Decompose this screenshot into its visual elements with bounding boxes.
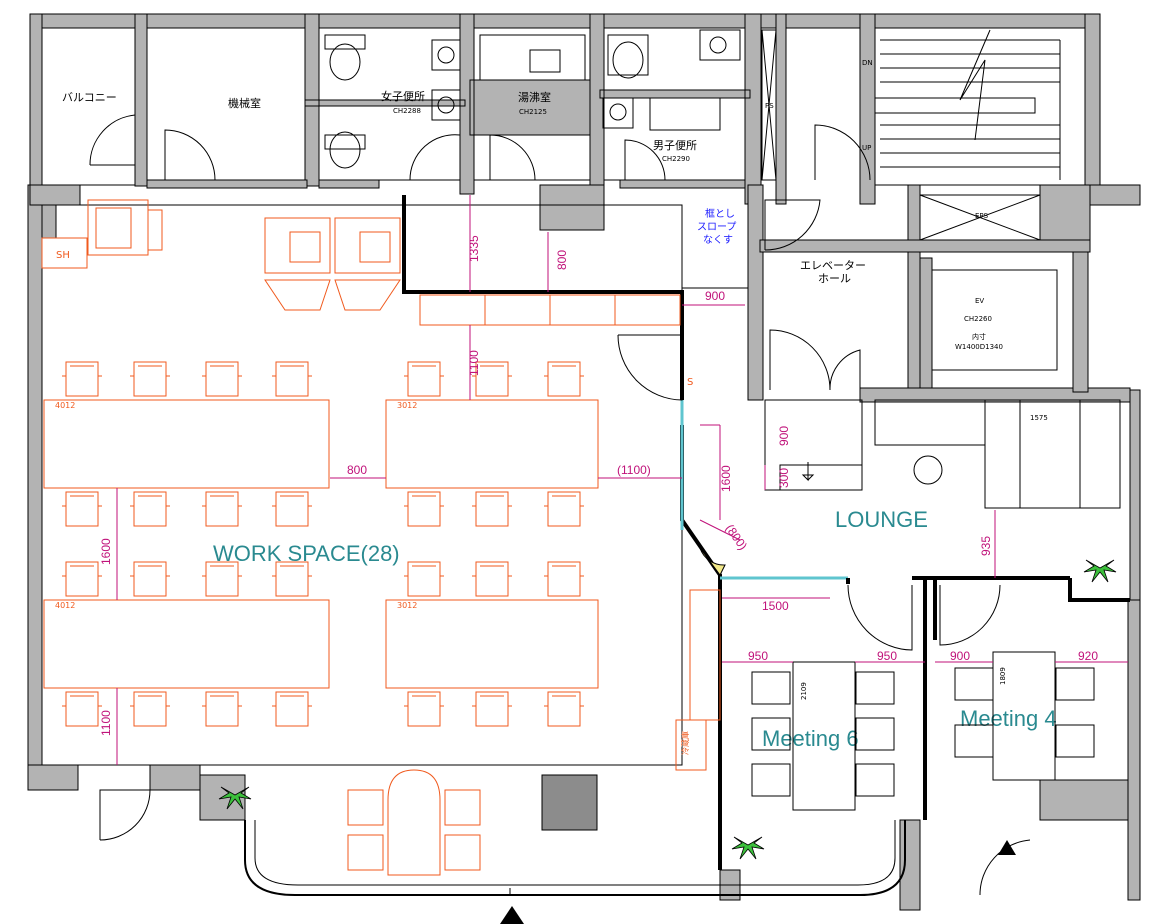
meeting6-table-label: 2109 <box>800 682 808 700</box>
elevator: EPS PS EV CH2260 内寸 W1400D1340 <box>765 102 1041 351</box>
stairs: DN UP <box>862 29 1061 180</box>
chair <box>472 561 512 597</box>
elevator-hall-label-1: エレベーター <box>800 259 866 272</box>
table-2-label: 3012 <box>397 401 417 410</box>
ev-inner-label: 内寸 <box>972 332 986 341</box>
chairs <box>62 361 584 727</box>
dim-1500: 1500 <box>762 599 789 613</box>
meeting6-label: Meeting 6 <box>762 726 859 751</box>
chair <box>272 361 312 397</box>
dim-800c: (800) <box>723 522 751 553</box>
chair <box>272 691 312 727</box>
dim-935: 935 <box>979 536 993 556</box>
chair <box>404 361 444 397</box>
door-swings <box>89 114 1031 896</box>
lounge-sofa-label: 1575 <box>1030 414 1048 422</box>
elevator-hall-label-2: ホール <box>818 272 851 285</box>
chair <box>272 491 312 527</box>
chair <box>130 361 170 397</box>
dim-920: 920 <box>1078 649 1098 663</box>
dim-800a: 800 <box>555 250 569 270</box>
room-labels: バルコニー 機械室 女子便所 CH2288 湯沸室 CH2125 男子便所 CH… <box>62 89 866 285</box>
chair <box>62 561 102 597</box>
dim-1335: 1335 <box>467 235 481 262</box>
slope-note-3: なくす <box>703 234 733 246</box>
chair <box>130 491 170 527</box>
dim-300: 300 <box>777 468 791 488</box>
chair <box>404 691 444 727</box>
chair <box>544 491 584 527</box>
dim-900c: 900 <box>950 649 970 663</box>
fixtures <box>324 29 777 181</box>
ps-label: PS <box>765 102 774 110</box>
stairs-dn-label: DN <box>862 59 873 67</box>
meeting-furniture: 2109 1809 <box>751 651 1095 811</box>
dimensions: 1335 800 900 1100 800 (1100) 1600 1600 1… <box>99 195 1128 765</box>
furniture: SH 4012 3012 4012 3012 冷蔵庫 <box>41 199 721 876</box>
kitchenette-ch: CH2125 <box>519 108 547 116</box>
chair <box>544 361 584 397</box>
slope-note-2: スロープ <box>697 221 736 233</box>
dim-900a: 900 <box>705 289 725 303</box>
chair <box>544 561 584 597</box>
chair <box>202 691 242 727</box>
dim-1100b: 1100 <box>99 710 113 736</box>
eps-label: EPS <box>975 212 989 220</box>
meeting4-table-label: 1809 <box>999 667 1007 685</box>
chair <box>202 491 242 527</box>
zone-labels: WORK SPACE(28) LOUNGE Meeting 6 Meeting … <box>213 507 1057 751</box>
chair <box>62 491 102 527</box>
dim-1100a: 1100 <box>467 350 481 376</box>
stairs-up-label: UP <box>862 144 871 152</box>
chair <box>472 361 512 397</box>
chair <box>202 361 242 397</box>
ev-size-label: W1400D1340 <box>955 343 1003 351</box>
lounge-label: LOUNGE <box>835 507 928 532</box>
meeting4-label: Meeting 4 <box>960 706 1057 731</box>
dim-1600b: 1600 <box>719 465 733 492</box>
chair <box>472 691 512 727</box>
chair <box>272 561 312 597</box>
walls <box>27 13 1141 911</box>
dim-950b: 950 <box>877 649 897 663</box>
bottom-window <box>244 820 906 896</box>
partitions <box>402 195 1130 870</box>
s-mark: S <box>687 377 693 388</box>
chair <box>404 561 444 597</box>
machine-room-label: 機械室 <box>228 96 261 110</box>
chair <box>130 561 170 597</box>
ev-label: EV <box>975 297 984 305</box>
exit-arrow-icon <box>998 840 1016 855</box>
dim-950a: 950 <box>748 649 768 663</box>
chair <box>62 691 102 727</box>
lounge-furniture: 1575 S <box>687 377 1121 576</box>
mens-toilet-ch: CH2290 <box>662 155 690 163</box>
chair <box>404 491 444 527</box>
ev-ch-label: CH2260 <box>964 315 992 323</box>
sh-label: SH <box>56 250 70 261</box>
column <box>541 774 598 831</box>
chair <box>472 491 512 527</box>
fridge-label: 冷蔵庫 <box>680 731 690 755</box>
table-1-label: 4012 <box>55 401 75 410</box>
balcony-label: バルコニー <box>62 91 117 104</box>
chair <box>62 361 102 397</box>
womens-toilet-label: 女子便所 <box>381 89 425 103</box>
dim-1100p: (1100) <box>617 463 651 477</box>
plant-icon <box>218 559 1117 860</box>
dim-900b: 900 <box>777 426 791 446</box>
chair <box>202 561 242 597</box>
table-3-label: 4012 <box>55 601 75 610</box>
slope-note-1: 框とし <box>705 207 735 220</box>
mens-toilet-label: 男子便所 <box>653 139 697 152</box>
chair <box>544 691 584 727</box>
kitchenette-label: 湯沸室 <box>518 90 551 104</box>
dim-1600a: 1600 <box>99 538 113 565</box>
womens-toilet-ch: CH2288 <box>393 107 421 115</box>
dim-800b: 800 <box>347 463 367 477</box>
entrance-arrow-icon <box>500 906 524 924</box>
table-4-label: 3012 <box>397 601 417 610</box>
chair <box>130 691 170 727</box>
